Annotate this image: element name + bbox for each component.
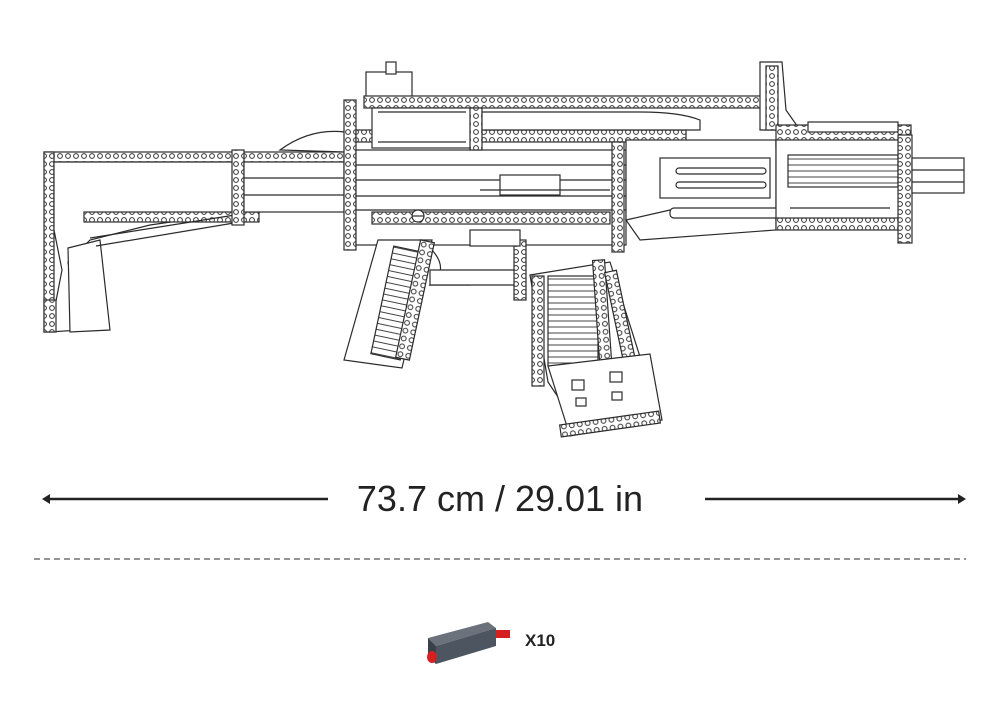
- muzzle: [911, 157, 965, 194]
- dimension-line: [42, 494, 966, 504]
- trigger-guard: [429, 229, 527, 301]
- quantity-label: X10: [525, 631, 556, 650]
- dimension-label: 73.7 cm / 29.01 in: [356, 478, 644, 519]
- stock: [43, 130, 346, 333]
- top-rail: [363, 61, 802, 151]
- dart-bullet-icon: [427, 622, 510, 664]
- handguard: [624, 121, 913, 244]
- pistol-grip: [343, 239, 470, 369]
- magazine: [529, 259, 663, 438]
